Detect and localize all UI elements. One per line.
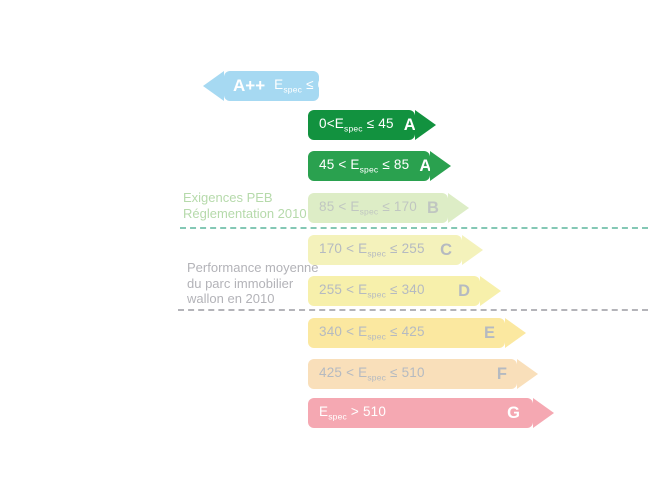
parc-threshold-line (178, 309, 648, 311)
arrow-tip (415, 110, 436, 140)
arrow-tip (430, 151, 451, 181)
label-line: Exigences PEB (183, 190, 273, 205)
row-a-plus: 0<Espec ≤ 45 A+ (308, 110, 436, 140)
range-text: 425 < Espec ≤ 510 (319, 365, 425, 383)
arrow-tip (448, 193, 469, 223)
row-d: 255 < Espec ≤ 340 D (308, 276, 501, 306)
range-text: 340 < Espec ≤ 425 (319, 324, 425, 342)
label-line: Performance moyenne (187, 260, 319, 275)
label-performance-moyenne: Performance moyenne du parc immobilier w… (187, 260, 319, 307)
class-letter: A++ (233, 76, 266, 95)
row-a-plus-plus: A++ Espec ≤ 0 (203, 71, 325, 101)
class-letter: G (507, 403, 520, 422)
class-letter: C (440, 240, 452, 259)
range-text: Espec ≤ 0 (274, 77, 326, 95)
arrow-tip (203, 71, 224, 101)
row-g: Espec > 510 G (308, 398, 554, 428)
range-text: 0<Espec ≤ 45 (319, 116, 394, 134)
range-text: 255 < Espec ≤ 340 (319, 282, 425, 300)
class-letter: A (419, 156, 432, 175)
arrow-tip (517, 359, 538, 389)
range-text: 170 < Espec ≤ 255 (319, 241, 425, 259)
range-text: Espec > 510 (319, 404, 387, 422)
peb-threshold-line (180, 227, 648, 229)
row-a: 45 < Espec ≤ 85 A (308, 151, 451, 181)
class-letter: D (458, 281, 470, 300)
range-text: 85 < Espec ≤ 170 (319, 199, 418, 217)
class-letter: B (427, 198, 439, 217)
row-f: 425 < Espec ≤ 510 F (308, 359, 538, 389)
arrow-tip (462, 235, 483, 265)
label-line: wallon en 2010 (187, 291, 275, 306)
class-letter: E (483, 323, 495, 342)
row-c: 170 < Espec ≤ 255 C (308, 235, 483, 265)
arrow-tip (533, 398, 554, 428)
arrow-tip (480, 276, 501, 306)
label-line: du parc immobilier (187, 275, 294, 291)
label-line: Réglementation 2010 (183, 205, 307, 221)
arrow-tip (505, 318, 526, 348)
class-letter: F (496, 364, 507, 383)
label-exigences-peb: Exigences PEB Réglementation 2010 (183, 190, 307, 221)
range-text: 45 < Espec ≤ 85 (319, 157, 410, 175)
row-e: 340 < Espec ≤ 425 E (308, 318, 526, 348)
row-b: 85 < Espec ≤ 170 B (308, 193, 469, 223)
